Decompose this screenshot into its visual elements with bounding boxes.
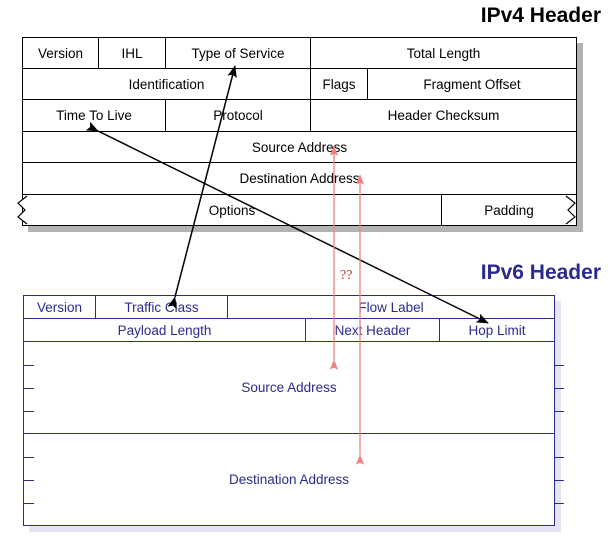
ipv4-field-ihl: IHL <box>99 38 166 68</box>
ipv6-field-source-address: Source Address <box>241 380 337 395</box>
ipv4-field-header-checksum: Header Checksum <box>387 108 500 123</box>
ipv4-field-destination-address: Destination Address <box>239 171 360 186</box>
ipv6-source-tick-right-1 <box>554 365 564 366</box>
ipv4-field-source-address: Source Address <box>251 139 348 155</box>
ipv4-field-flags: Flags <box>311 69 368 99</box>
ipv4-row-1: Identification Flags Fragment Offset <box>23 69 576 100</box>
ipv6-row-3: Destination Address <box>24 434 554 525</box>
continuation-bracket-right-icon <box>565 195 576 225</box>
ipv6-destination-tick-right-1 <box>554 457 564 458</box>
ipv6-destination-tick-left-3 <box>24 503 34 504</box>
ipv6-source-tick-left-2 <box>24 388 34 389</box>
ipv6-destination-tick-right-2 <box>554 480 564 481</box>
ipv4-header-table: Version IHL Type of Service Total Length… <box>22 37 577 226</box>
ipv6-field-payload-length: Payload Length <box>24 319 306 341</box>
ipv6-source-tick-left-1 <box>24 365 34 366</box>
ipv6-source-tick-right-2 <box>554 388 564 389</box>
ipv6-destination-tick-right-3 <box>554 503 564 504</box>
ipv4-row-0: Version IHL Type of Service Total Length <box>23 38 576 69</box>
ipv4-field-options: Options <box>23 195 442 225</box>
ipv4-field-version: Version <box>23 38 99 68</box>
ipv6-destination-tick-left-2 <box>24 480 34 481</box>
ipv6-field-version: Version <box>24 296 96 318</box>
ipv4-header-title: IPv4 Header <box>480 4 601 27</box>
ipv6-row-1: Payload Length Next Header Hop Limit <box>24 319 554 342</box>
ipv6-field-hop-limit: Hop Limit <box>468 322 526 338</box>
continuation-bracket-left-icon <box>17 195 28 225</box>
ipv4-field-fragment-offset: Fragment Offset <box>423 76 521 92</box>
ipv4-field-total-length: Total Length <box>406 45 481 61</box>
ipv6-destination-tick-left-1 <box>24 457 34 458</box>
ipv6-source-tick-left-3 <box>24 411 34 412</box>
ipv4-row-2: Time To Live Protocol Header Checksum <box>23 100 576 132</box>
ipv6-header-table: Version Traffic Class Flow Label Payload… <box>23 295 564 526</box>
ipv4-field-protocol: Protocol <box>166 100 311 131</box>
ipv6-field-next-header: Next Header <box>306 319 440 341</box>
ipv4-field-type-of-service: Type of Service <box>166 38 311 68</box>
ipv6-source-tick-right-3 <box>554 411 564 412</box>
ipv4-field-time-to-live: Time To Live <box>23 100 166 131</box>
ipv4-row-4: Destination Address <box>23 163 576 195</box>
ipv4-row-3: Source Address <box>23 132 576 163</box>
ipv6-field-destination-address: Destination Address <box>228 472 350 487</box>
ipv4-field-padding: Padding <box>484 202 534 218</box>
ipv6-header-title: IPv6 Header <box>480 261 601 284</box>
ipv6-field-traffic-class: Traffic Class <box>96 296 228 318</box>
ipv6-field-flow-label: Flow Label <box>358 299 424 315</box>
ipv4-row-5: Options Padding <box>23 195 576 225</box>
unknown-mapping-label: ?? <box>340 268 353 283</box>
ipv4-field-identification: Identification <box>23 69 311 99</box>
ipv6-row-2: Source Address <box>24 342 554 434</box>
ipv6-row-0: Version Traffic Class Flow Label <box>24 296 554 319</box>
